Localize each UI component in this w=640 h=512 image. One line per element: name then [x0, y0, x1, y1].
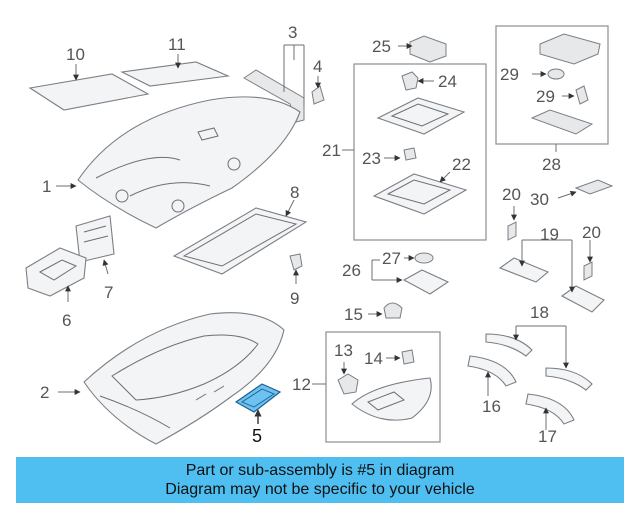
- banner-line-2: Diagram may not be specific to your vehi…: [165, 481, 475, 498]
- box-12-group: [325, 331, 441, 443]
- part-24: 24: [401, 71, 457, 91]
- callout-1: 1: [42, 177, 51, 196]
- callout-17: 17: [538, 427, 557, 446]
- callout-4: 4: [313, 57, 322, 76]
- banner-line-1: Part or sub-assembly is #5 in diagram: [185, 462, 455, 479]
- part-10-panel: 10: [28, 45, 150, 111]
- parts-diagram: 10 11 3 4 1 8 9: [25, 23, 614, 446]
- part-28-bottom: 28: [530, 109, 594, 174]
- callout-15: 15: [344, 305, 363, 324]
- part-1-headliner: 1: [42, 96, 301, 229]
- part-27: 27: [382, 249, 434, 268]
- part-19-hinges: 19: [498, 225, 605, 313]
- part-13: 13: [334, 341, 359, 395]
- box-21-group: [353, 63, 487, 241]
- part-14: 14: [364, 349, 415, 368]
- callout-24: 24: [438, 72, 457, 91]
- callout-21: 21: [322, 141, 341, 160]
- callout-30: 30: [530, 190, 549, 209]
- callout-14: 14: [364, 349, 383, 368]
- part-17-handle: 17: [525, 393, 575, 446]
- part-18-handles: 18: [485, 303, 593, 391]
- callout-27: 27: [382, 249, 401, 268]
- callout-7: 7: [104, 283, 113, 302]
- part-30: 30: [530, 179, 614, 209]
- part-11-panel: 11: [120, 35, 231, 87]
- part-8-frame: 8: [172, 183, 308, 275]
- part-26-light: 26: [342, 259, 450, 295]
- part-29a: 29: [500, 65, 565, 84]
- part-16-handle: 16: [467, 355, 517, 416]
- part-5-highlighted[interactable]: 5: [234, 383, 282, 446]
- part-7-trim: 7: [75, 215, 115, 302]
- part-25: 25: [372, 35, 447, 63]
- part-6-trim: 6: [25, 247, 87, 330]
- callout-2: 2: [40, 383, 49, 402]
- callout-28: 28: [542, 155, 561, 174]
- callout-29-b: 29: [536, 87, 555, 106]
- part-3-rail: 3: [243, 23, 305, 123]
- callout-6: 6: [62, 311, 71, 330]
- callout-10: 10: [66, 45, 85, 64]
- callout-20-a: 20: [502, 185, 521, 204]
- callout-5: 5: [252, 426, 262, 446]
- part-22-cover: 22: [372, 155, 471, 215]
- part-28-top: [539, 33, 601, 65]
- callout-19: 19: [540, 225, 559, 244]
- part-9-clip: 9: [289, 253, 303, 308]
- callout-8: 8: [290, 183, 299, 202]
- part-15: 15: [344, 302, 403, 324]
- callout-3: 3: [288, 23, 297, 42]
- callout-26: 26: [342, 261, 361, 280]
- callout-11: 11: [168, 35, 186, 54]
- part-2-headliner: 2: [40, 312, 285, 445]
- part-20-screw-a: 20: [502, 185, 521, 241]
- callout-23: 23: [362, 149, 381, 168]
- callout-13: 13: [334, 341, 353, 360]
- callout-29-a: 29: [500, 65, 519, 84]
- callout-16: 16: [482, 397, 501, 416]
- callout-12: 12: [292, 375, 311, 394]
- callout-9: 9: [290, 289, 299, 308]
- callout-25: 25: [372, 37, 391, 56]
- part-20-screw-b: 20: [582, 223, 601, 281]
- part-21-light: 21: [322, 97, 466, 160]
- callout-20-b: 20: [582, 223, 601, 242]
- part-12-sunvisor: 12: [292, 375, 432, 421]
- callout-22: 22: [452, 155, 471, 174]
- part-4-clip: 4: [311, 57, 325, 105]
- part-29b: 29: [536, 85, 589, 106]
- info-banner: Part or sub-assembly is #5 in diagram Di…: [16, 457, 624, 503]
- box-28-group: [495, 25, 609, 145]
- callout-18: 18: [530, 303, 549, 322]
- part-23: 23: [362, 147, 417, 168]
